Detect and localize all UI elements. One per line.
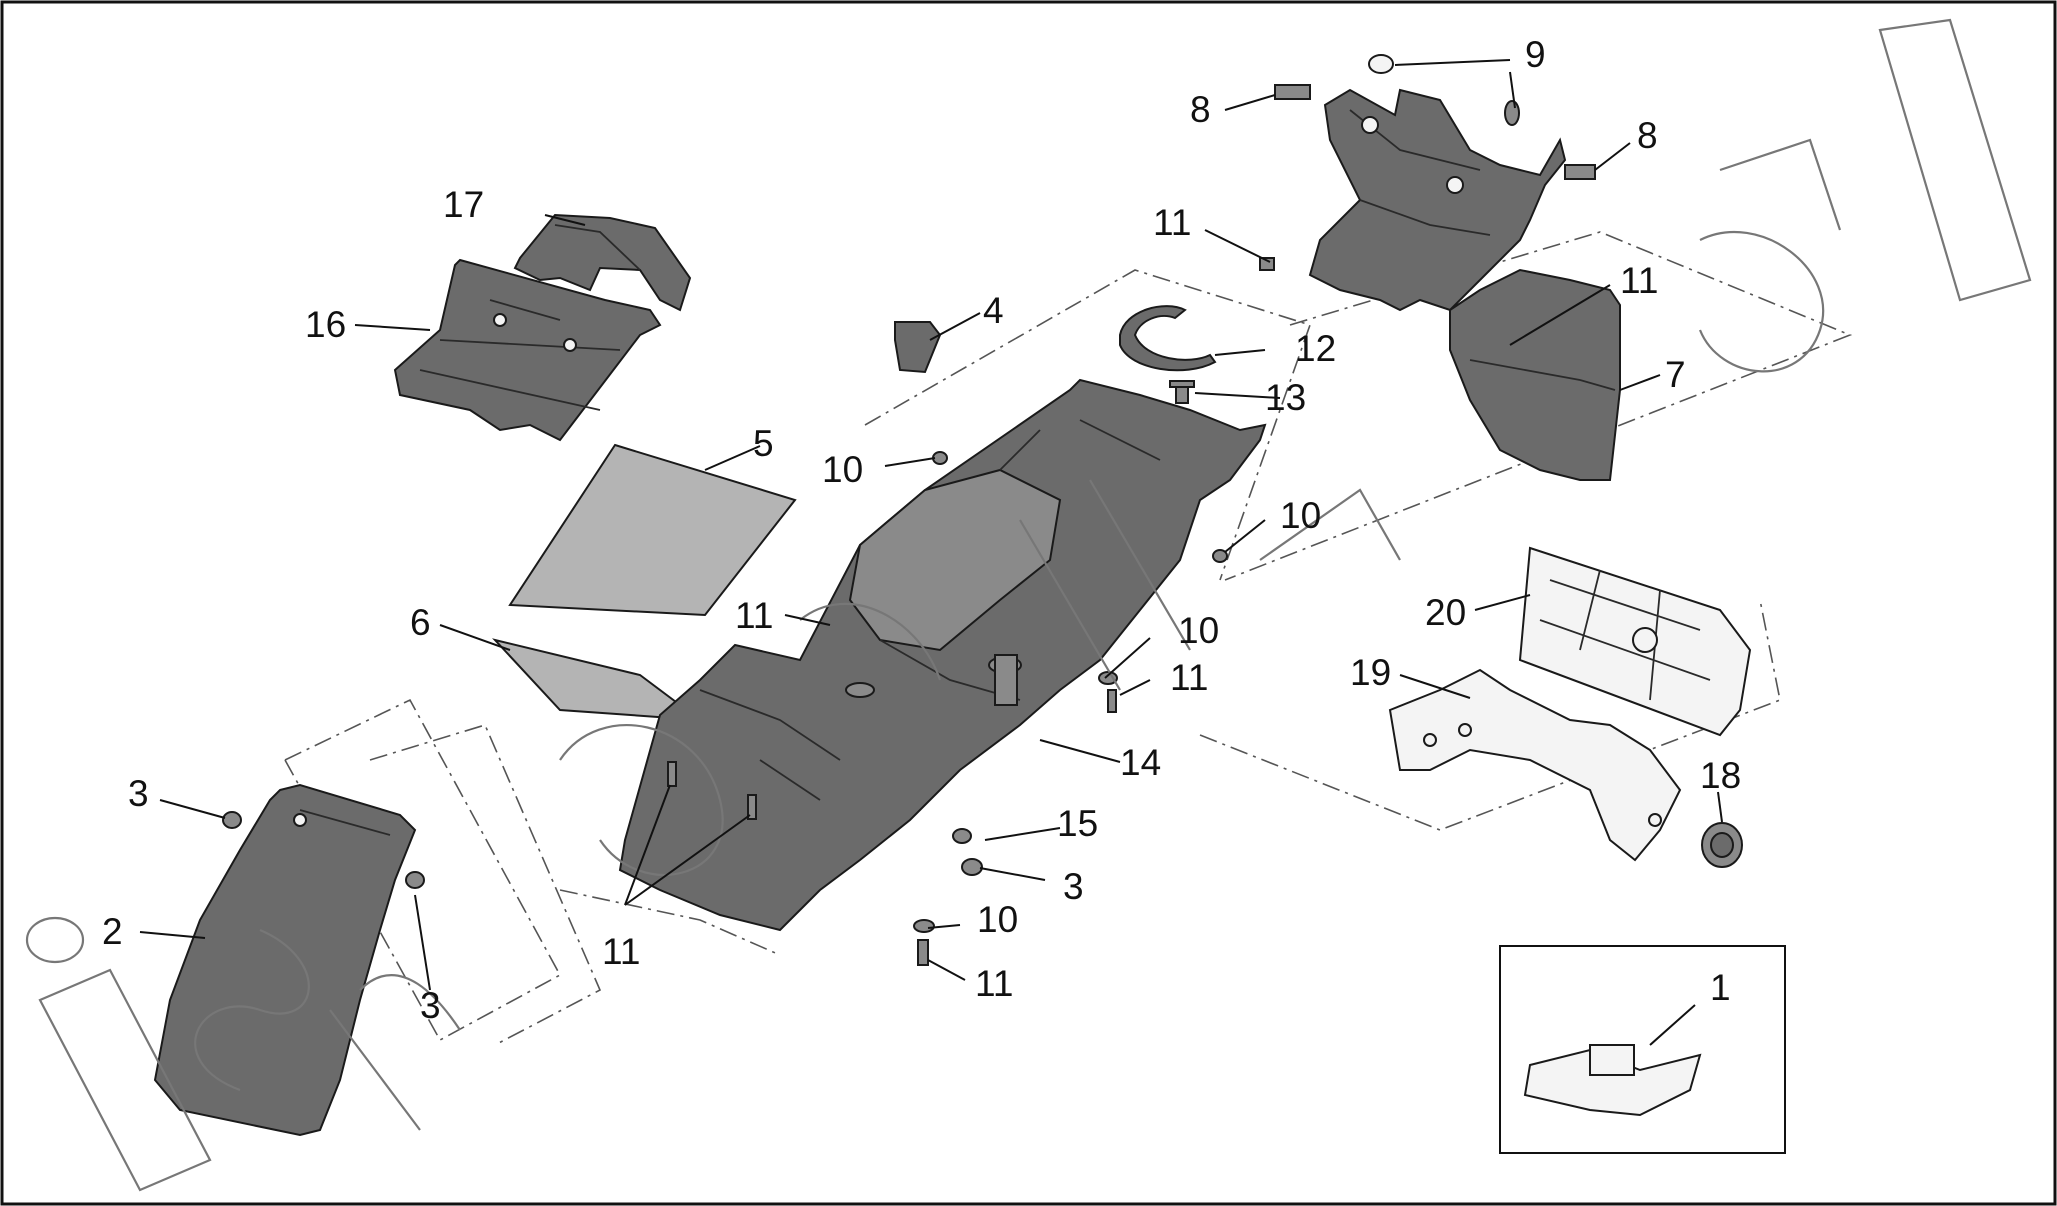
part-20-plate-holder (1518, 546, 1752, 737)
part-18-grommet (1701, 822, 1743, 868)
callout-13: 13 (1265, 377, 1306, 418)
callout-4: 4 (983, 290, 1004, 331)
part-13-fastener (1169, 380, 1195, 404)
small-fasteners (222, 54, 1596, 966)
watermark (25, 18, 2032, 1192)
callout-10-c: 10 (1178, 610, 1219, 651)
callout-1: 1 (1710, 967, 1731, 1008)
part-4-clip (894, 321, 942, 374)
leader-lines (139, 59, 1723, 1046)
callout-8-left: 8 (1190, 89, 1211, 130)
part-2-mudflap (153, 783, 417, 1137)
callout-11-bottom-left: 11 (602, 931, 640, 972)
callout-12: 12 (1295, 328, 1336, 369)
callout-5: 5 (753, 423, 774, 464)
callout-8-right: 8 (1637, 115, 1658, 156)
callout-3-lower: 3 (420, 985, 441, 1026)
part-12-strap (1119, 305, 1217, 372)
callout-3-right: 3 (1063, 866, 1084, 907)
callout-10-a: 10 (822, 449, 863, 490)
part-5-sheet (508, 443, 797, 617)
callout-labels: 1 2 3 3 3 4 5 6 7 8 8 9 10 10 10 10 11 1… (102, 34, 1741, 1026)
callout-11-center: 11 (735, 595, 773, 636)
callout-11-top: 11 (1153, 202, 1191, 243)
callout-19: 19 (1350, 652, 1391, 693)
callout-2: 2 (102, 911, 123, 952)
callout-10-b: 10 (1280, 495, 1321, 536)
callout-9: 9 (1525, 34, 1546, 75)
callout-3-left: 3 (128, 773, 149, 814)
inset-box (1499, 945, 1786, 1154)
callout-17: 17 (443, 184, 484, 225)
callout-11-right: 11 (1170, 657, 1208, 698)
callout-15: 15 (1057, 803, 1098, 844)
callout-11-upper-right: 11 (1620, 260, 1658, 301)
part-upper-bracket (1308, 88, 1567, 312)
part-14-undertray (618, 378, 1267, 932)
part-19-bracket (1388, 668, 1682, 862)
callout-16: 16 (305, 304, 346, 345)
part-17-bracket (513, 213, 692, 312)
callout-7: 7 (1665, 354, 1686, 395)
callout-14: 14 (1120, 742, 1161, 783)
callout-11-bottom: 11 (975, 963, 1013, 1004)
callout-6: 6 (410, 602, 431, 643)
callout-10-d: 10 (977, 899, 1018, 940)
callout-20: 20 (1425, 592, 1466, 633)
part-16-plate (393, 258, 662, 442)
callout-18: 18 (1700, 755, 1741, 796)
part-7-rear-cover (1449, 268, 1621, 481)
